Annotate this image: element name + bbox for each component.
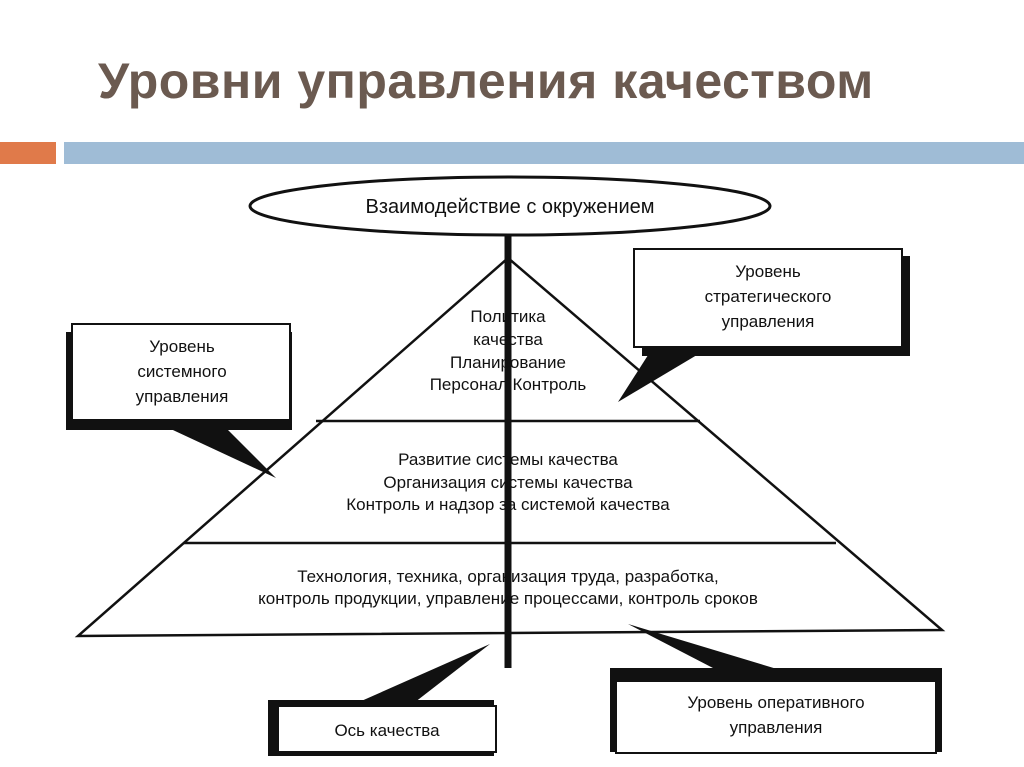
pyramid-middle-line-1: Развитие системы качества xyxy=(398,450,618,469)
pyramid-top-line-3: Планирование xyxy=(450,353,566,372)
pyramid-top-line-1: Политика xyxy=(470,307,546,326)
quality-axis-callout-label: Ось качества xyxy=(334,721,440,740)
slide-title: Уровни управления качеством xyxy=(98,53,874,109)
environment-ellipse-label: Взаимодействие с окружением xyxy=(366,196,655,218)
strategic-callout-line-3: управления xyxy=(722,312,815,331)
header-divider-bar xyxy=(64,142,1024,164)
system-callout-line-1: Уровень xyxy=(149,337,215,356)
strategic-callout-pointer xyxy=(618,346,712,402)
pyramid-middle-line-3: Контроль и надзор за системой качества xyxy=(346,495,670,514)
strategic-callout-line-2: стратегического xyxy=(705,287,832,306)
environment-ellipse xyxy=(248,175,772,237)
system-callout-pointer xyxy=(160,424,276,478)
pyramid-outline xyxy=(74,256,946,638)
strategic-callout-line-1: Уровень xyxy=(735,262,801,281)
quality-axis-callout-box xyxy=(277,705,497,753)
strategic-callout-box xyxy=(633,248,903,348)
operational-callout-pointer xyxy=(628,624,820,682)
system-callout-line-2: системного xyxy=(137,362,226,381)
operational-callout-line-2: управления xyxy=(730,718,823,737)
system-callout-box xyxy=(71,323,291,421)
system-callout-line-3: управления xyxy=(136,387,229,406)
pyramid-middle-line-2: Организация системы качества xyxy=(383,473,633,492)
operational-callout-box xyxy=(615,680,937,754)
pyramid-top-line-2: качества xyxy=(473,330,543,349)
quality-axis-callout-pointer xyxy=(350,644,490,706)
pyramid-bottom-line-2: контроль продукции, управление процессам… xyxy=(258,589,758,608)
accent-bar xyxy=(0,142,56,164)
pyramid-bottom-line-1: Технология, техника, организация труда, … xyxy=(297,567,718,586)
pyramid-top-line-4: Персонал Контроль xyxy=(430,375,587,394)
operational-callout-line-1: Уровень оперативного xyxy=(687,693,864,712)
